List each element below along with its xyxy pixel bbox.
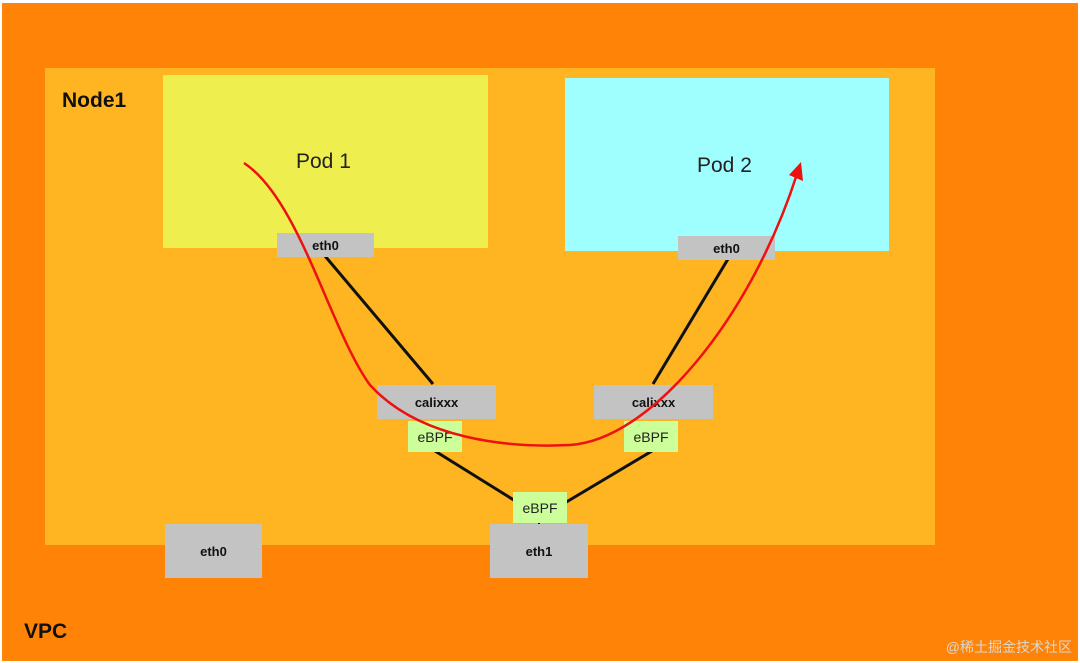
ebpf-hook-cali1: eBPF — [408, 421, 462, 452]
pod1-label: Pod 1 — [296, 150, 351, 173]
host-eth0-interface: eth0 — [165, 524, 262, 578]
ebpf-hook-eth1: eBPF — [513, 492, 567, 523]
pod2-eth0-interface: eth0 — [678, 236, 775, 260]
pod2-label: Pod 2 — [697, 154, 752, 177]
node1-label: Node1 — [62, 89, 127, 112]
host-eth1-interface: eth1 — [490, 524, 588, 578]
pod1-eth0-interface: eth0 — [277, 233, 374, 257]
watermark-text: @稀土掘金技术社区 — [945, 639, 1072, 655]
calixxx-interface-2: calixxx — [594, 385, 713, 419]
ebpf-hook-cali2: eBPF — [624, 421, 678, 452]
calixxx-interface-1: calixxx — [377, 385, 496, 419]
vpc-label: VPC — [24, 620, 68, 643]
